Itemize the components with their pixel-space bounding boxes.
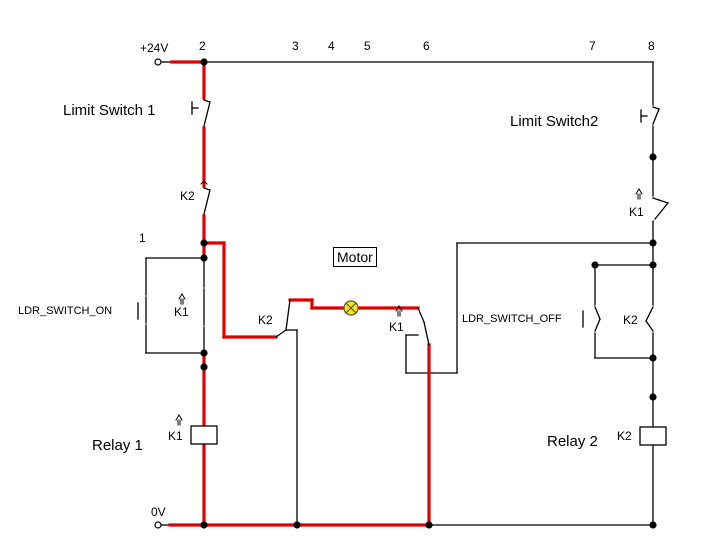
k2-hold-contact-label: K2 xyxy=(623,313,638,327)
energized-wiring xyxy=(168,60,431,527)
k2-motor-contact xyxy=(275,299,298,338)
motor-label: Motor xyxy=(333,247,377,267)
actuator-arrows xyxy=(175,180,643,426)
terminals xyxy=(154,58,162,529)
relay-2-coil-label: K2 xyxy=(617,429,632,443)
k2-hold-contact-right xyxy=(645,306,654,332)
k2-series-contact-label: K2 xyxy=(180,189,195,203)
k1-series-contact-label: K1 xyxy=(629,205,644,219)
k1-hold-contact-label: K1 xyxy=(174,305,189,319)
ldr-switch-off-contact xyxy=(582,306,601,332)
node-label-1: 1 xyxy=(139,231,146,245)
k1-series-contact-right xyxy=(652,197,669,220)
relay-2-label: Relay 2 xyxy=(547,433,598,450)
wiring xyxy=(145,61,654,526)
supply-0v-label: 0V xyxy=(151,505,166,519)
limit-switch-1-contact xyxy=(191,99,211,127)
relay-1-coil xyxy=(190,425,218,445)
relay-1-label: Relay 1 xyxy=(92,437,143,454)
k2-motor-contact-label: K2 xyxy=(258,313,273,327)
node-label-5: 5 xyxy=(364,39,371,53)
node-label-8: 8 xyxy=(648,39,655,53)
node-label-4: 4 xyxy=(328,39,335,53)
k2-series-contact xyxy=(203,187,211,215)
supply-24v-label: +24V xyxy=(140,41,169,55)
k1-motor-contact xyxy=(417,307,430,346)
relay-1-coil-label: K1 xyxy=(168,429,183,443)
terminal-0v xyxy=(154,521,162,529)
limit-switch-2-label: Limit Switch2 xyxy=(510,113,599,130)
terminal-24v xyxy=(154,58,162,66)
node-label-2: 2 xyxy=(199,39,206,53)
node-label-6: 6 xyxy=(423,39,430,53)
ldr-switch-off-label: LDR_SWITCH_OFF xyxy=(462,313,562,325)
relay-2-coil xyxy=(639,426,667,446)
ldr-switch-on-label: LDR_SWITCH_ON xyxy=(18,305,113,317)
junction-dots xyxy=(200,58,657,529)
node-label-3: 3 xyxy=(292,39,299,53)
ldr-switch-on-contact xyxy=(137,296,147,324)
motor-lamp-icon xyxy=(343,300,359,316)
node-label-7: 7 xyxy=(589,39,596,53)
k1-motor-contact-label: K1 xyxy=(389,320,404,334)
limit-switch-2-contact xyxy=(640,106,660,125)
limit-switch-1-label: Limit Switch 1 xyxy=(63,102,156,119)
